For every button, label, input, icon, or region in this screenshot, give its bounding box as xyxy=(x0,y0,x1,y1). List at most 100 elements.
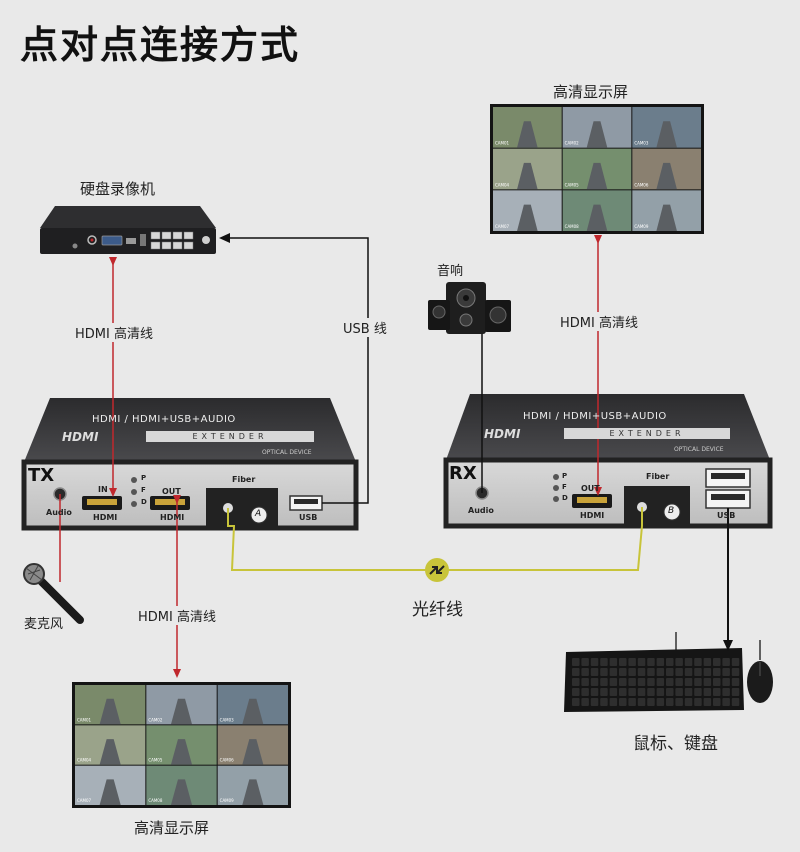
keyboard-key xyxy=(609,668,618,676)
camera-tile-label: CAM09 xyxy=(220,798,235,803)
tx-logo: HDMI xyxy=(62,430,99,444)
keyboard-key xyxy=(666,678,674,686)
keyboard-key xyxy=(600,678,608,686)
keyboard-key xyxy=(703,698,712,706)
keyboard-key xyxy=(637,688,646,696)
keyboard-key xyxy=(703,678,712,686)
rx-extender: EXTENDER xyxy=(564,428,730,439)
camera-scene xyxy=(170,779,193,805)
keyboard-key xyxy=(572,688,580,696)
keyboard-key xyxy=(656,688,665,696)
keyboard-key xyxy=(656,698,665,706)
camera-tile-label: CAM05 xyxy=(565,182,580,187)
keyboard-key xyxy=(609,678,618,686)
keyboard-key xyxy=(590,668,599,676)
keyboard-key xyxy=(572,668,580,676)
camera-tile-label: CAM04 xyxy=(495,182,510,187)
camera-tile-label: CAM06 xyxy=(220,758,235,763)
keyboard-key xyxy=(628,698,636,706)
keyboard-key xyxy=(722,658,730,666)
keyboard-key xyxy=(637,658,646,666)
keyboard-key xyxy=(722,688,730,696)
keyboard-key xyxy=(647,678,655,686)
hdmi-link-bottom-label: HDMI 高清线 xyxy=(135,606,219,625)
keyboard-key xyxy=(684,678,693,686)
camera-scene xyxy=(99,698,121,725)
rx-logo: HDMI xyxy=(484,427,521,441)
rx-out-label: OUT xyxy=(581,484,600,493)
tx-hdmi-out-label: HDMI xyxy=(160,513,185,522)
tx-led-p: P xyxy=(141,474,147,482)
nvr-label: 硬盘录像机 xyxy=(80,180,156,198)
keyboard-key xyxy=(572,658,580,666)
camera-tile-label: CAM07 xyxy=(77,798,92,803)
keyboard-key xyxy=(600,668,608,676)
camera-tile-label: CAM03 xyxy=(220,717,235,722)
usb-link-label: USB 线 xyxy=(340,318,390,337)
camera-scene xyxy=(170,698,193,725)
mouse-keyboard-label: 鼠标、键盘 xyxy=(633,734,718,754)
keyboard-key xyxy=(684,688,693,696)
camera-tile-label: CAM04 xyxy=(77,758,92,763)
rx-usb-label: USB xyxy=(717,511,736,520)
keyboard-key xyxy=(666,698,674,706)
keyboard-key xyxy=(656,668,665,676)
keyboard-key xyxy=(722,698,730,706)
keyboard-key xyxy=(619,688,627,696)
keyboard-key xyxy=(731,658,740,666)
camera-scene xyxy=(656,162,677,190)
keyboard-key xyxy=(684,698,693,706)
keyboard-key xyxy=(666,658,674,666)
camera-scene xyxy=(242,779,264,805)
rx-port-mark: B xyxy=(668,506,675,516)
keyboard-key xyxy=(581,678,589,686)
keyboard-key xyxy=(713,678,721,686)
tx-in-label: IN xyxy=(98,485,108,494)
keyboard-key xyxy=(656,658,665,666)
rx-fiber-label: Fiber xyxy=(646,472,670,481)
keyboard-key xyxy=(694,678,702,686)
keyboard-key xyxy=(600,698,608,706)
keyboard-key xyxy=(731,678,740,686)
hdmi-link-nvr-label: HDMI 高清线 xyxy=(72,323,156,342)
rx-device xyxy=(443,394,773,529)
speaker-label: 音响 xyxy=(434,260,467,279)
tx-port-mark: A xyxy=(255,509,262,519)
keyboard-key xyxy=(619,678,627,686)
page-title: 点对点连接方式 xyxy=(20,23,301,67)
camera-scene xyxy=(656,204,677,231)
rx-tag: RX xyxy=(449,463,477,484)
tx-out-label: OUT xyxy=(162,487,181,496)
keyboard-key xyxy=(628,688,636,696)
tx-led-d: D xyxy=(141,498,147,506)
tx-fiber-label: Fiber xyxy=(232,475,256,484)
keyboard-key xyxy=(694,668,702,676)
keyboard-key xyxy=(722,678,730,686)
keyboard-key xyxy=(600,658,608,666)
keyboard-key xyxy=(628,668,636,676)
rx-audio-label: Audio xyxy=(468,506,494,515)
camera-scene xyxy=(656,121,677,148)
keyboard-key xyxy=(637,698,646,706)
fiber-cable-label: 光纤线 xyxy=(412,600,463,620)
hdmi-link-top-label: HDMI 高清线 xyxy=(557,312,641,331)
camera-tile-label: CAM06 xyxy=(634,182,649,187)
tx-hdmi-in-label: HDMI xyxy=(93,513,118,522)
keyboard-key xyxy=(666,668,674,676)
keyboard-key xyxy=(647,658,655,666)
keyboard-key xyxy=(647,698,655,706)
microphone-device xyxy=(23,563,84,624)
camera-tile-label: CAM01 xyxy=(77,717,92,722)
keyboard-key xyxy=(675,688,683,696)
keyboard-key xyxy=(684,668,693,676)
camera-scene xyxy=(99,779,121,805)
keyboard-mouse-device xyxy=(564,632,773,712)
keyboard-key xyxy=(581,688,589,696)
tx-extender: EXTENDER xyxy=(146,431,314,442)
keyboard-key xyxy=(731,688,740,696)
keyboard-key xyxy=(684,658,693,666)
keyboard-key xyxy=(722,668,730,676)
usb-line xyxy=(219,233,369,504)
